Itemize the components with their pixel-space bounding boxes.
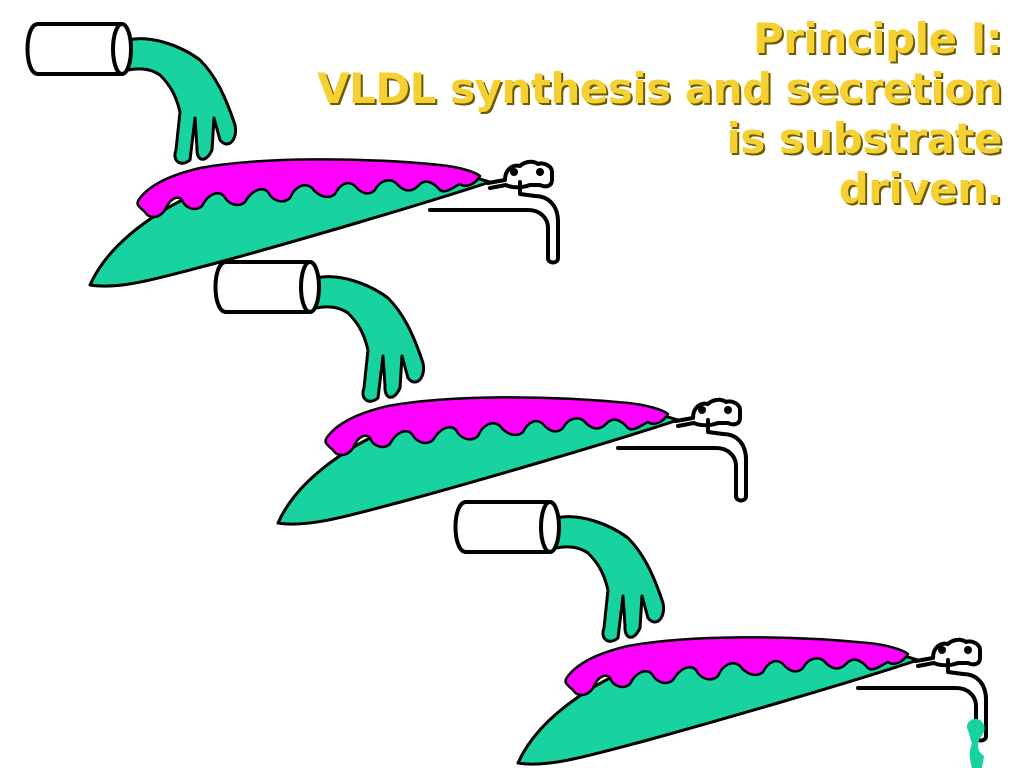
title-line-2: VLDL synthesis and secretion xyxy=(316,64,1003,113)
slide-title: Principle I: VLDL synthesis and secretio… xyxy=(316,14,1003,214)
title-line-4: driven. xyxy=(838,164,1003,213)
hepatocyte-unit-2 xyxy=(213,260,748,527)
hepatocyte-unit-3 xyxy=(453,500,988,767)
title-line-1: Principle I: xyxy=(752,14,1003,63)
vldl-drip xyxy=(966,718,985,768)
title-line-3: is substrate xyxy=(726,114,1002,163)
